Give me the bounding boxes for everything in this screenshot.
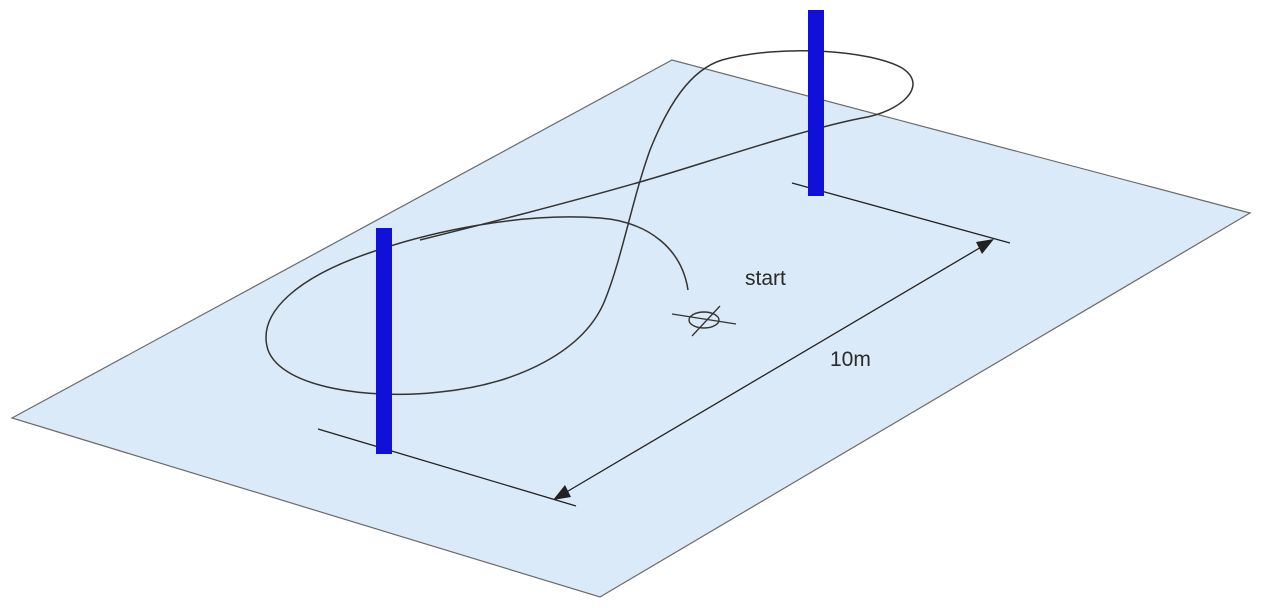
dimension-arrowhead-bottom [553, 485, 571, 500]
distance-label: 10m [830, 348, 871, 371]
right-pole-base-line [791, 182, 1011, 244]
dimension-arrowhead-top [976, 239, 994, 254]
dimension-line [557, 242, 989, 498]
start-marker-crossed-circle [671, 305, 737, 337]
pole-right [808, 10, 824, 196]
pole-left [376, 228, 392, 454]
left-pole-base-line [317, 428, 577, 507]
ground-plane [10, 59, 1252, 598]
start-label: start [745, 267, 786, 290]
